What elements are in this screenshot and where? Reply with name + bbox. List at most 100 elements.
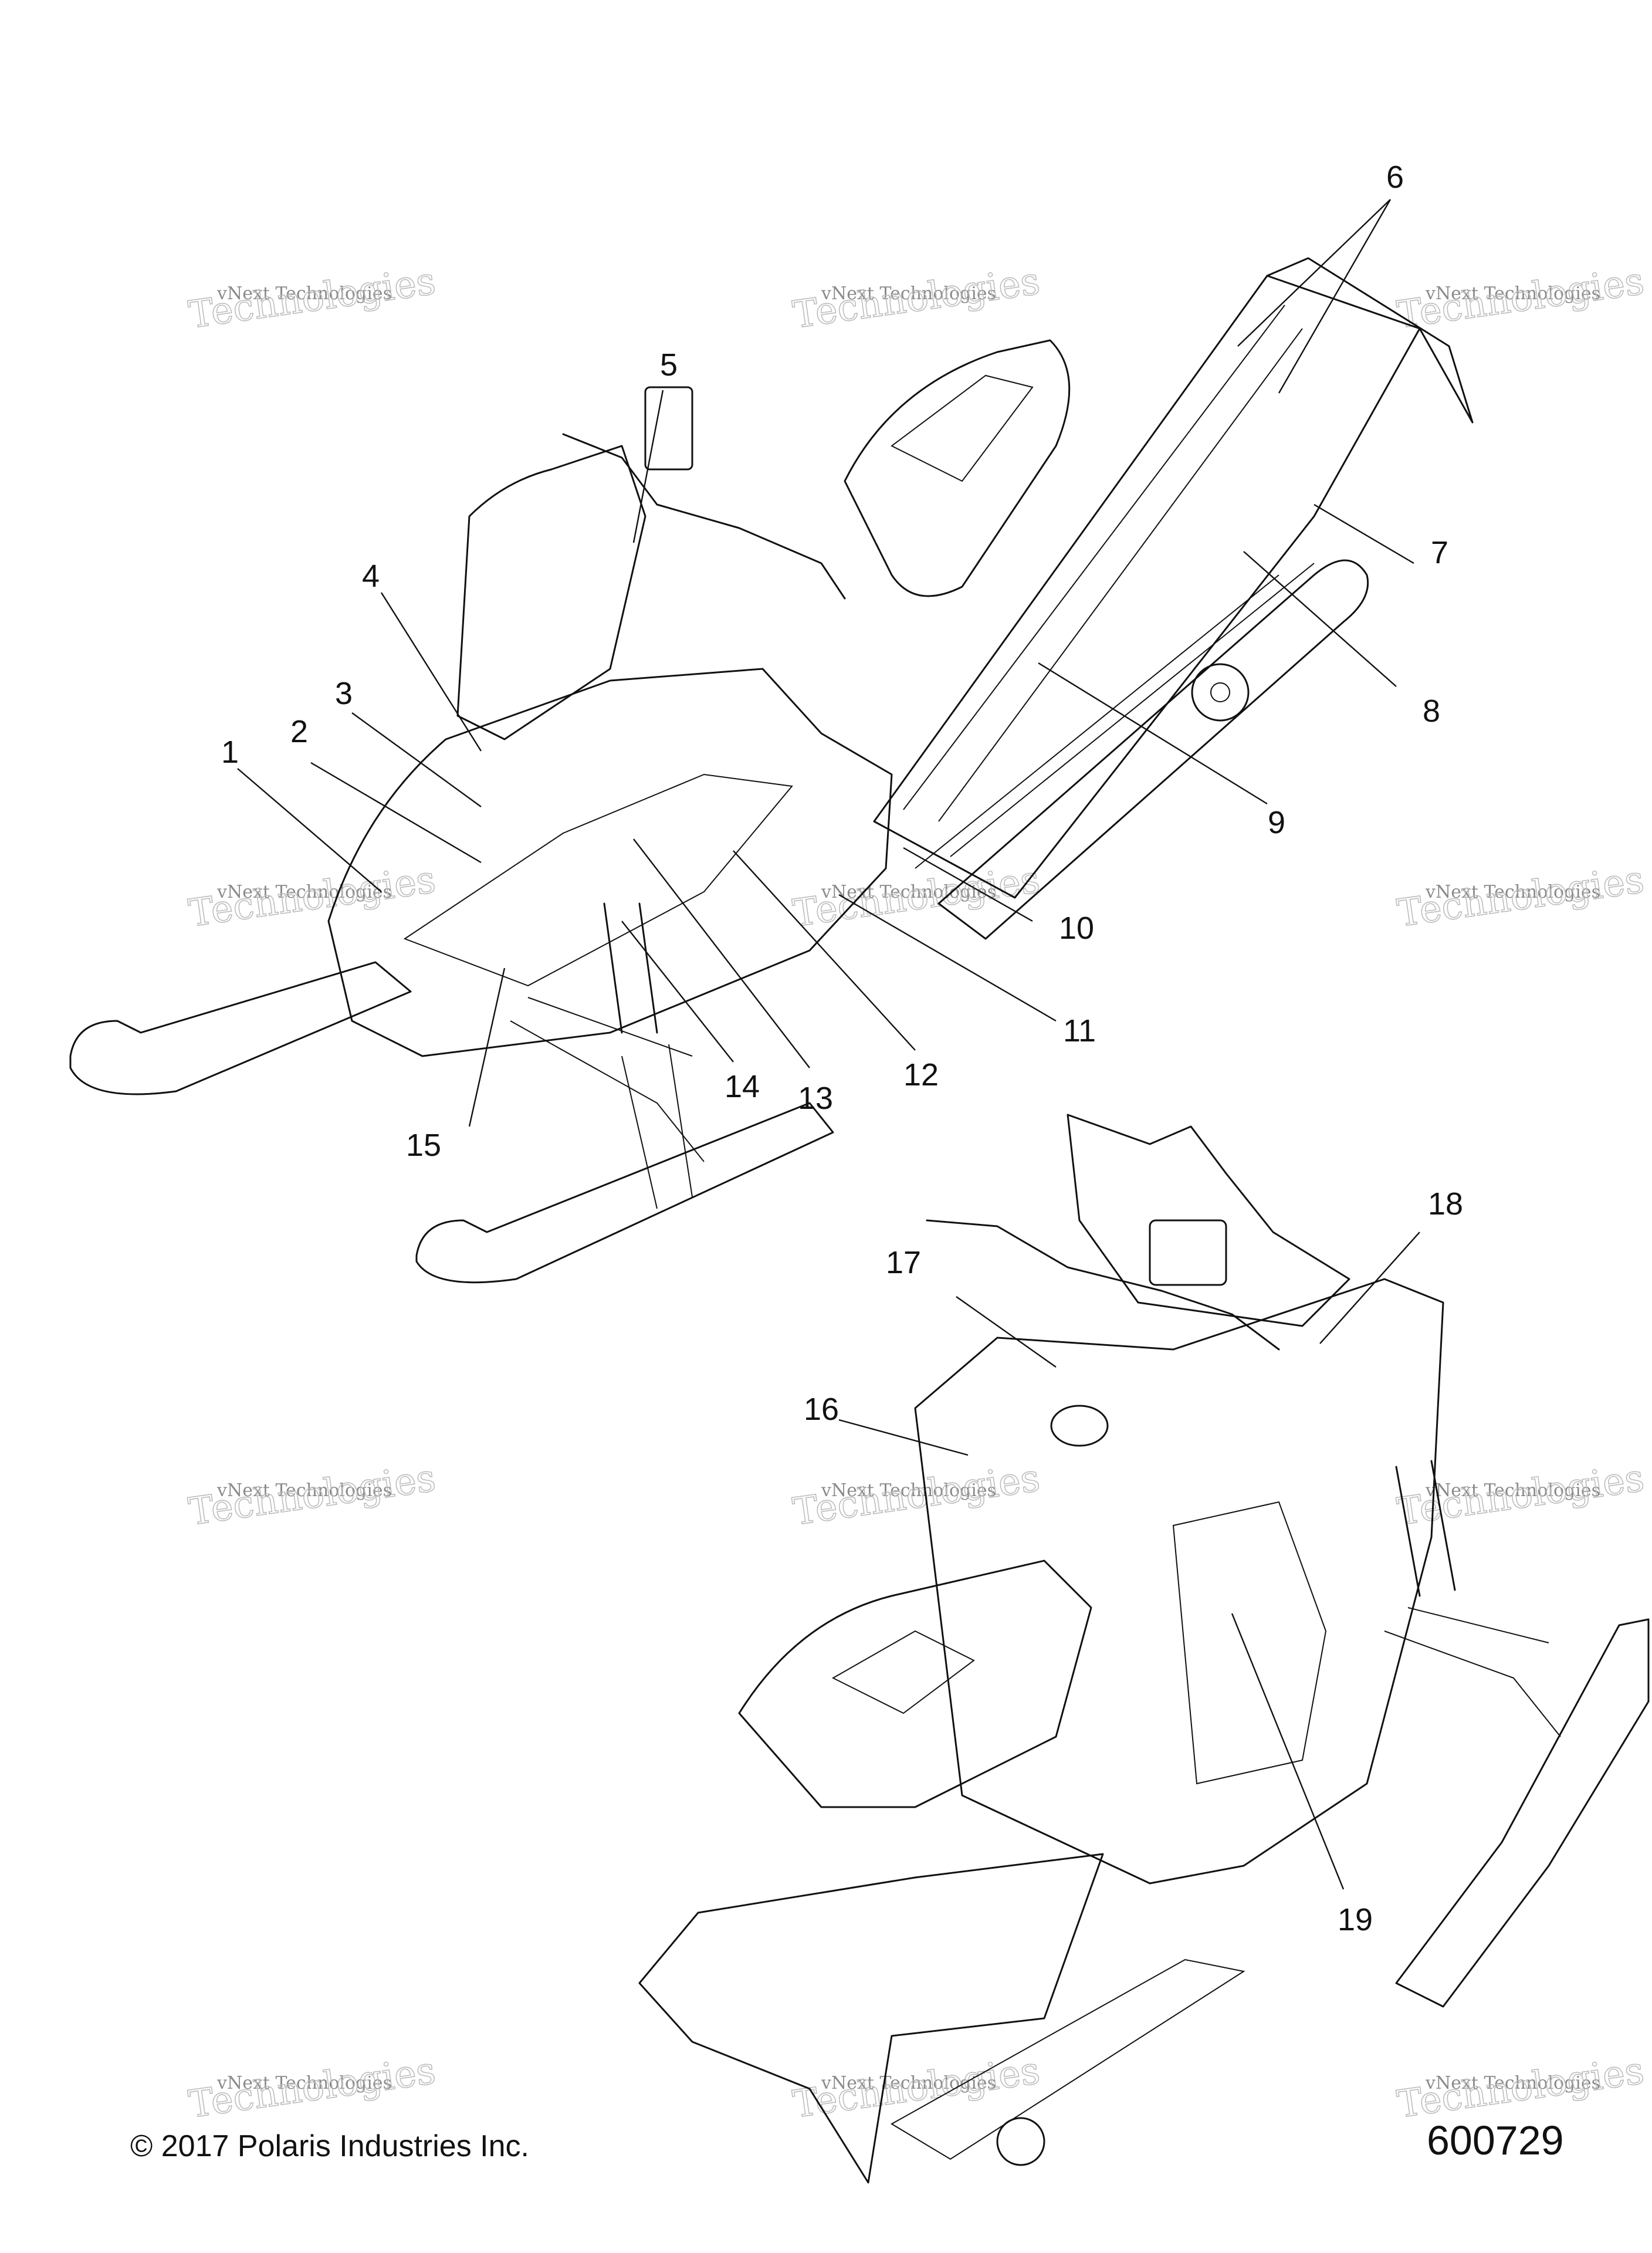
watermark-text: vNext Technologies <box>1425 2073 1600 2093</box>
rear-suspension <box>915 563 1315 869</box>
rear-a-arm <box>1384 1607 1561 1737</box>
watermark-text: vNext Technologies <box>1425 1480 1600 1501</box>
leader-13 <box>633 838 810 1068</box>
watermark-text: vNext Technologies <box>821 283 996 304</box>
watermark-text: vNext Technologies <box>1425 882 1600 902</box>
watermark: vNext Technologies Technologies <box>1394 858 1647 936</box>
callout-16: 16 <box>804 1392 839 1427</box>
callout-3: 3 <box>335 676 353 711</box>
leader-lines <box>237 199 1420 1890</box>
seat <box>844 339 1071 597</box>
watermark-outline: Technologies <box>1394 260 1647 337</box>
rear-seat-panel <box>831 1630 975 1714</box>
copyright-notice: © 2017 Polaris Industries Inc. <box>130 2129 529 2163</box>
watermark-outline: Technologies <box>790 260 1042 337</box>
leader-2 <box>310 762 482 864</box>
callout-14: 14 <box>725 1069 760 1104</box>
callout-13: 13 <box>798 1081 833 1116</box>
watermark: vNext Technologies Technologies <box>185 259 438 338</box>
watermark-outline: Technologies <box>1394 2049 1647 2127</box>
leader-4 <box>380 592 482 752</box>
rear-seat <box>738 1559 1092 1808</box>
left-ski <box>69 961 412 1095</box>
watermark: vNext Technologies Technologies <box>185 858 438 936</box>
snowmobile-side-view <box>69 257 1474 1284</box>
watermark: vNext Technologies Technologies <box>790 1456 1042 1535</box>
rear-bumper <box>1266 257 1474 424</box>
callout-17: 17 <box>886 1245 921 1280</box>
handlebar <box>562 433 846 600</box>
leader-10 <box>903 847 1033 922</box>
callout-4: 4 <box>362 559 380 594</box>
callout-9: 9 <box>1268 805 1285 840</box>
rear-body <box>914 1278 1444 1885</box>
leader-14 <box>621 921 734 1063</box>
gauge <box>644 386 693 471</box>
watermark-outline: Technologies <box>186 260 438 337</box>
leader-9 <box>1038 662 1268 805</box>
tunnel-rail <box>903 305 1303 822</box>
rear-gauge <box>1149 1219 1227 1286</box>
watermark-text: vNext Technologies <box>821 2073 996 2093</box>
watermark: vNext Technologies Technologies <box>185 2049 438 2127</box>
leader-19 <box>1231 1613 1345 1890</box>
callout-2: 2 <box>290 714 308 749</box>
callout-8: 8 <box>1423 694 1440 729</box>
leader-3 <box>351 712 482 807</box>
idler-wheel <box>1191 663 1250 722</box>
leader-11 <box>838 894 1057 1022</box>
callout-19: 19 <box>1338 1902 1373 1937</box>
leader-12 <box>733 850 916 1051</box>
watermark-text: vNext Technologies <box>821 1480 996 1501</box>
watermark: vNext Technologies Technologies <box>1394 2049 1647 2127</box>
rear-ski <box>1395 1618 1650 2008</box>
leader-6a <box>1237 199 1391 347</box>
watermark: vNext Technologies Technologies <box>185 1456 438 1535</box>
watermark: vNext Technologies Technologies <box>790 259 1042 338</box>
leader-17 <box>956 1296 1057 1368</box>
fuel-cap <box>1050 1405 1109 1447</box>
callout-6: 6 <box>1386 160 1404 195</box>
track <box>937 559 1369 940</box>
callout-11: 11 <box>1063 1013 1096 1048</box>
leader-1 <box>237 768 382 892</box>
watermark-outline: Technologies <box>186 858 438 936</box>
callout-10: 10 <box>1059 911 1094 946</box>
watermark-text: vNext Technologies <box>216 882 392 902</box>
rear-tunnel <box>638 1853 1104 2184</box>
watermark-text: vNext Technologies <box>1425 283 1600 304</box>
callout-18: 18 <box>1428 1186 1463 1222</box>
leader-6b <box>1278 199 1392 394</box>
snowmobile-rear-view <box>638 1114 1650 2184</box>
callout-5: 5 <box>660 347 678 383</box>
side-panel-decal <box>1172 1501 1327 1785</box>
running-board <box>891 1958 1245 2160</box>
leader-7 <box>1314 503 1414 564</box>
watermark-outline: Technologies <box>1394 858 1647 936</box>
watermark-outline: Technologies <box>186 1457 438 1534</box>
a-arm <box>510 997 705 1162</box>
watermark-outline: Technologies <box>790 1457 1042 1534</box>
tunnel <box>873 275 1421 899</box>
watermark-outline: Technologies <box>186 2049 438 2127</box>
rear-windshield <box>1067 1114 1350 1327</box>
watermark-text: vNext Technologies <box>821 882 996 902</box>
front-shock <box>603 902 658 1034</box>
rear-wheel <box>996 2117 1045 2166</box>
callout-7: 7 <box>1431 535 1448 570</box>
leader-18 <box>1319 1232 1420 1344</box>
callout-1: 1 <box>221 735 239 770</box>
callout-12: 12 <box>903 1057 939 1092</box>
windshield <box>456 445 646 740</box>
hood-decal <box>403 773 793 987</box>
hood <box>327 668 893 1057</box>
rear-handlebar <box>926 1219 1280 1351</box>
figure-number: 600729 <box>1427 2117 1564 2163</box>
ski-spindle <box>621 1044 693 1209</box>
right-ski <box>415 1102 834 1284</box>
watermark-text: vNext Technologies <box>216 1480 392 1501</box>
leader-15 <box>468 967 506 1127</box>
rear-shock <box>1395 1460 1456 1597</box>
leader-5 <box>632 390 664 543</box>
